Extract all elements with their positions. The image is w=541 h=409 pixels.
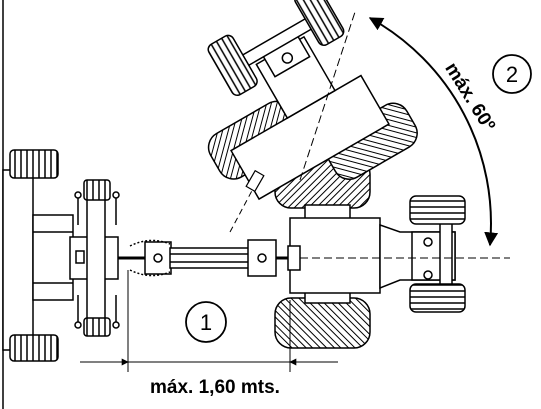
tractor-front-tire-top: [409, 195, 466, 225]
tractor-straight: [274, 157, 466, 349]
callout-2-number: 2: [506, 62, 518, 87]
implement-wheel-top: [9, 149, 59, 179]
callout-1-number: 1: [200, 310, 212, 335]
callout-1: 1: [185, 301, 227, 343]
angle-arc: [368, 17, 499, 247]
tractor-front-tire-bottom: [409, 283, 466, 313]
rotated-axis-line: [299, 11, 356, 181]
dimension-line: [80, 270, 338, 372]
rotated-front-tire-right: [294, 0, 345, 47]
implement-machine: [2, 149, 120, 362]
callout-2: 2: [492, 54, 532, 94]
drawbar-shaft: [118, 239, 296, 277]
rotated-centerline: [229, 184, 256, 233]
rotated-front-tire-left: [207, 34, 258, 97]
implement-wheel-bottom: [9, 334, 59, 362]
distance-label: máx. 1,60 mts.: [150, 377, 280, 398]
tractor-rear-tire-bottom: [274, 297, 371, 349]
